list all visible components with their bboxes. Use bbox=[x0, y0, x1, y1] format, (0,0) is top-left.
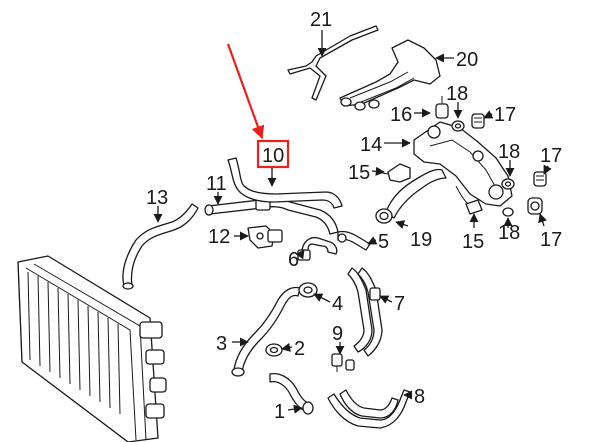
callout-18-top: 18 bbox=[446, 83, 468, 105]
seal-18-middle bbox=[501, 178, 515, 190]
leader-lines bbox=[153, 30, 552, 414]
pipe-8 bbox=[327, 389, 411, 429]
seal-18-lower bbox=[502, 207, 514, 217]
callout-20: 20 bbox=[456, 49, 478, 71]
callout-18-middle: 18 bbox=[498, 141, 520, 163]
callout-4: 4 bbox=[332, 293, 343, 315]
callout-16: 16 bbox=[390, 104, 412, 126]
callout-12: 12 bbox=[208, 226, 230, 248]
callout-3: 3 bbox=[216, 333, 227, 355]
radiator bbox=[17, 255, 167, 442]
hose-5 bbox=[337, 230, 371, 251]
callout-7: 7 bbox=[394, 293, 405, 315]
callout-2: 2 bbox=[294, 338, 305, 360]
callout-6: 6 bbox=[288, 249, 299, 271]
callout-21: 21 bbox=[310, 9, 332, 31]
callout-19: 19 bbox=[410, 229, 432, 251]
callout-9: 9 bbox=[332, 323, 343, 345]
callout-15-right: 15 bbox=[462, 231, 484, 253]
callout-17-top: 17 bbox=[494, 104, 516, 126]
highlight-arrow bbox=[226, 43, 265, 140]
callout-labels: 21 20 16 18 17 14 18 17 15 10 11 13 12 1… bbox=[146, 9, 562, 423]
highlight-annotation bbox=[226, 43, 290, 169]
plug-17-top bbox=[471, 113, 485, 129]
hose-13 bbox=[122, 203, 199, 290]
seal-18-top bbox=[451, 120, 465, 132]
plug-17-right-top bbox=[533, 171, 547, 187]
hose-6 bbox=[297, 236, 338, 261]
callout-14: 14 bbox=[360, 134, 382, 156]
sensor-15-right bbox=[455, 185, 483, 215]
callout-17-right-lower: 17 bbox=[540, 229, 562, 251]
hose-19 bbox=[375, 168, 447, 224]
clamp-4 bbox=[298, 282, 318, 298]
highlight-box bbox=[256, 139, 290, 169]
hose-3 bbox=[231, 286, 301, 377]
clamp-2 bbox=[265, 343, 283, 357]
sensor-15-left bbox=[377, 163, 411, 183]
bracket-21 bbox=[287, 25, 379, 101]
pipe-7 bbox=[347, 267, 383, 357]
manifold-20 bbox=[339, 39, 441, 111]
callout-18-lower: 18 bbox=[498, 222, 520, 244]
thermostat-housing-14 bbox=[413, 121, 513, 207]
hose-10 bbox=[227, 157, 343, 209]
callout-5: 5 bbox=[378, 231, 389, 253]
valve-12 bbox=[247, 225, 283, 249]
callout-15-left: 15 bbox=[348, 162, 370, 184]
callout-13: 13 bbox=[146, 187, 168, 209]
callout-10: 10 bbox=[262, 145, 284, 167]
plug-17-right-lower bbox=[527, 197, 543, 215]
sensor-9 bbox=[331, 353, 355, 372]
sensor-16 bbox=[435, 96, 449, 119]
callout-8: 8 bbox=[414, 386, 425, 408]
callout-11: 11 bbox=[206, 173, 227, 195]
hose-1 bbox=[269, 372, 314, 415]
callout-1: 1 bbox=[274, 401, 285, 423]
callout-17-right-top: 17 bbox=[540, 145, 562, 167]
